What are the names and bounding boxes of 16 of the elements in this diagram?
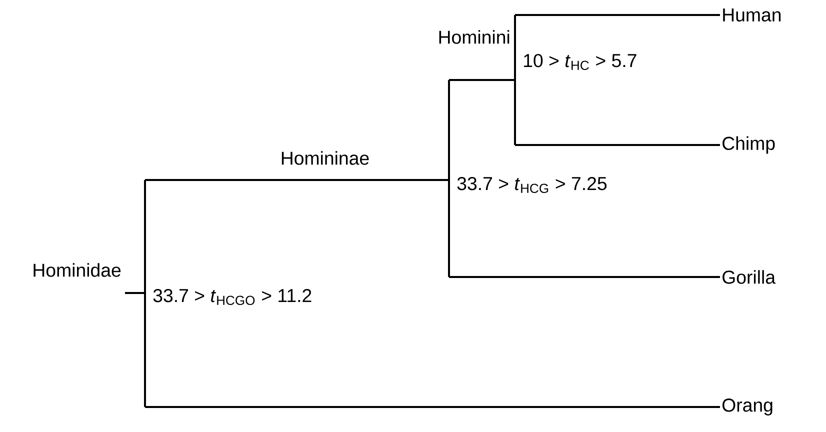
tree-branch <box>145 406 720 408</box>
clade-label: Hominidae <box>34 263 121 277</box>
tree-branch <box>449 276 720 278</box>
taxon-label: Human <box>723 8 781 22</box>
tree-branch <box>145 179 449 181</box>
divergence-time: 10 > t$_{HC}$ > 5.7 <box>524 54 636 70</box>
divergence-time: 33.7 > t$_{HCGO}$ > 11.2 <box>153 288 312 305</box>
tree-branch <box>515 144 720 146</box>
clade-label: Hominini <box>439 30 510 44</box>
taxon-label: Orang <box>722 398 772 416</box>
divergence-time: 33.7 > t$_{HCG}$ > 7.25 <box>457 176 607 194</box>
taxon-label: Chimp <box>722 136 775 154</box>
clade-label: Homininae <box>282 151 369 165</box>
tree-branch <box>449 79 515 81</box>
taxon-label: Gorilla <box>722 270 776 284</box>
tree-branch <box>515 14 720 16</box>
